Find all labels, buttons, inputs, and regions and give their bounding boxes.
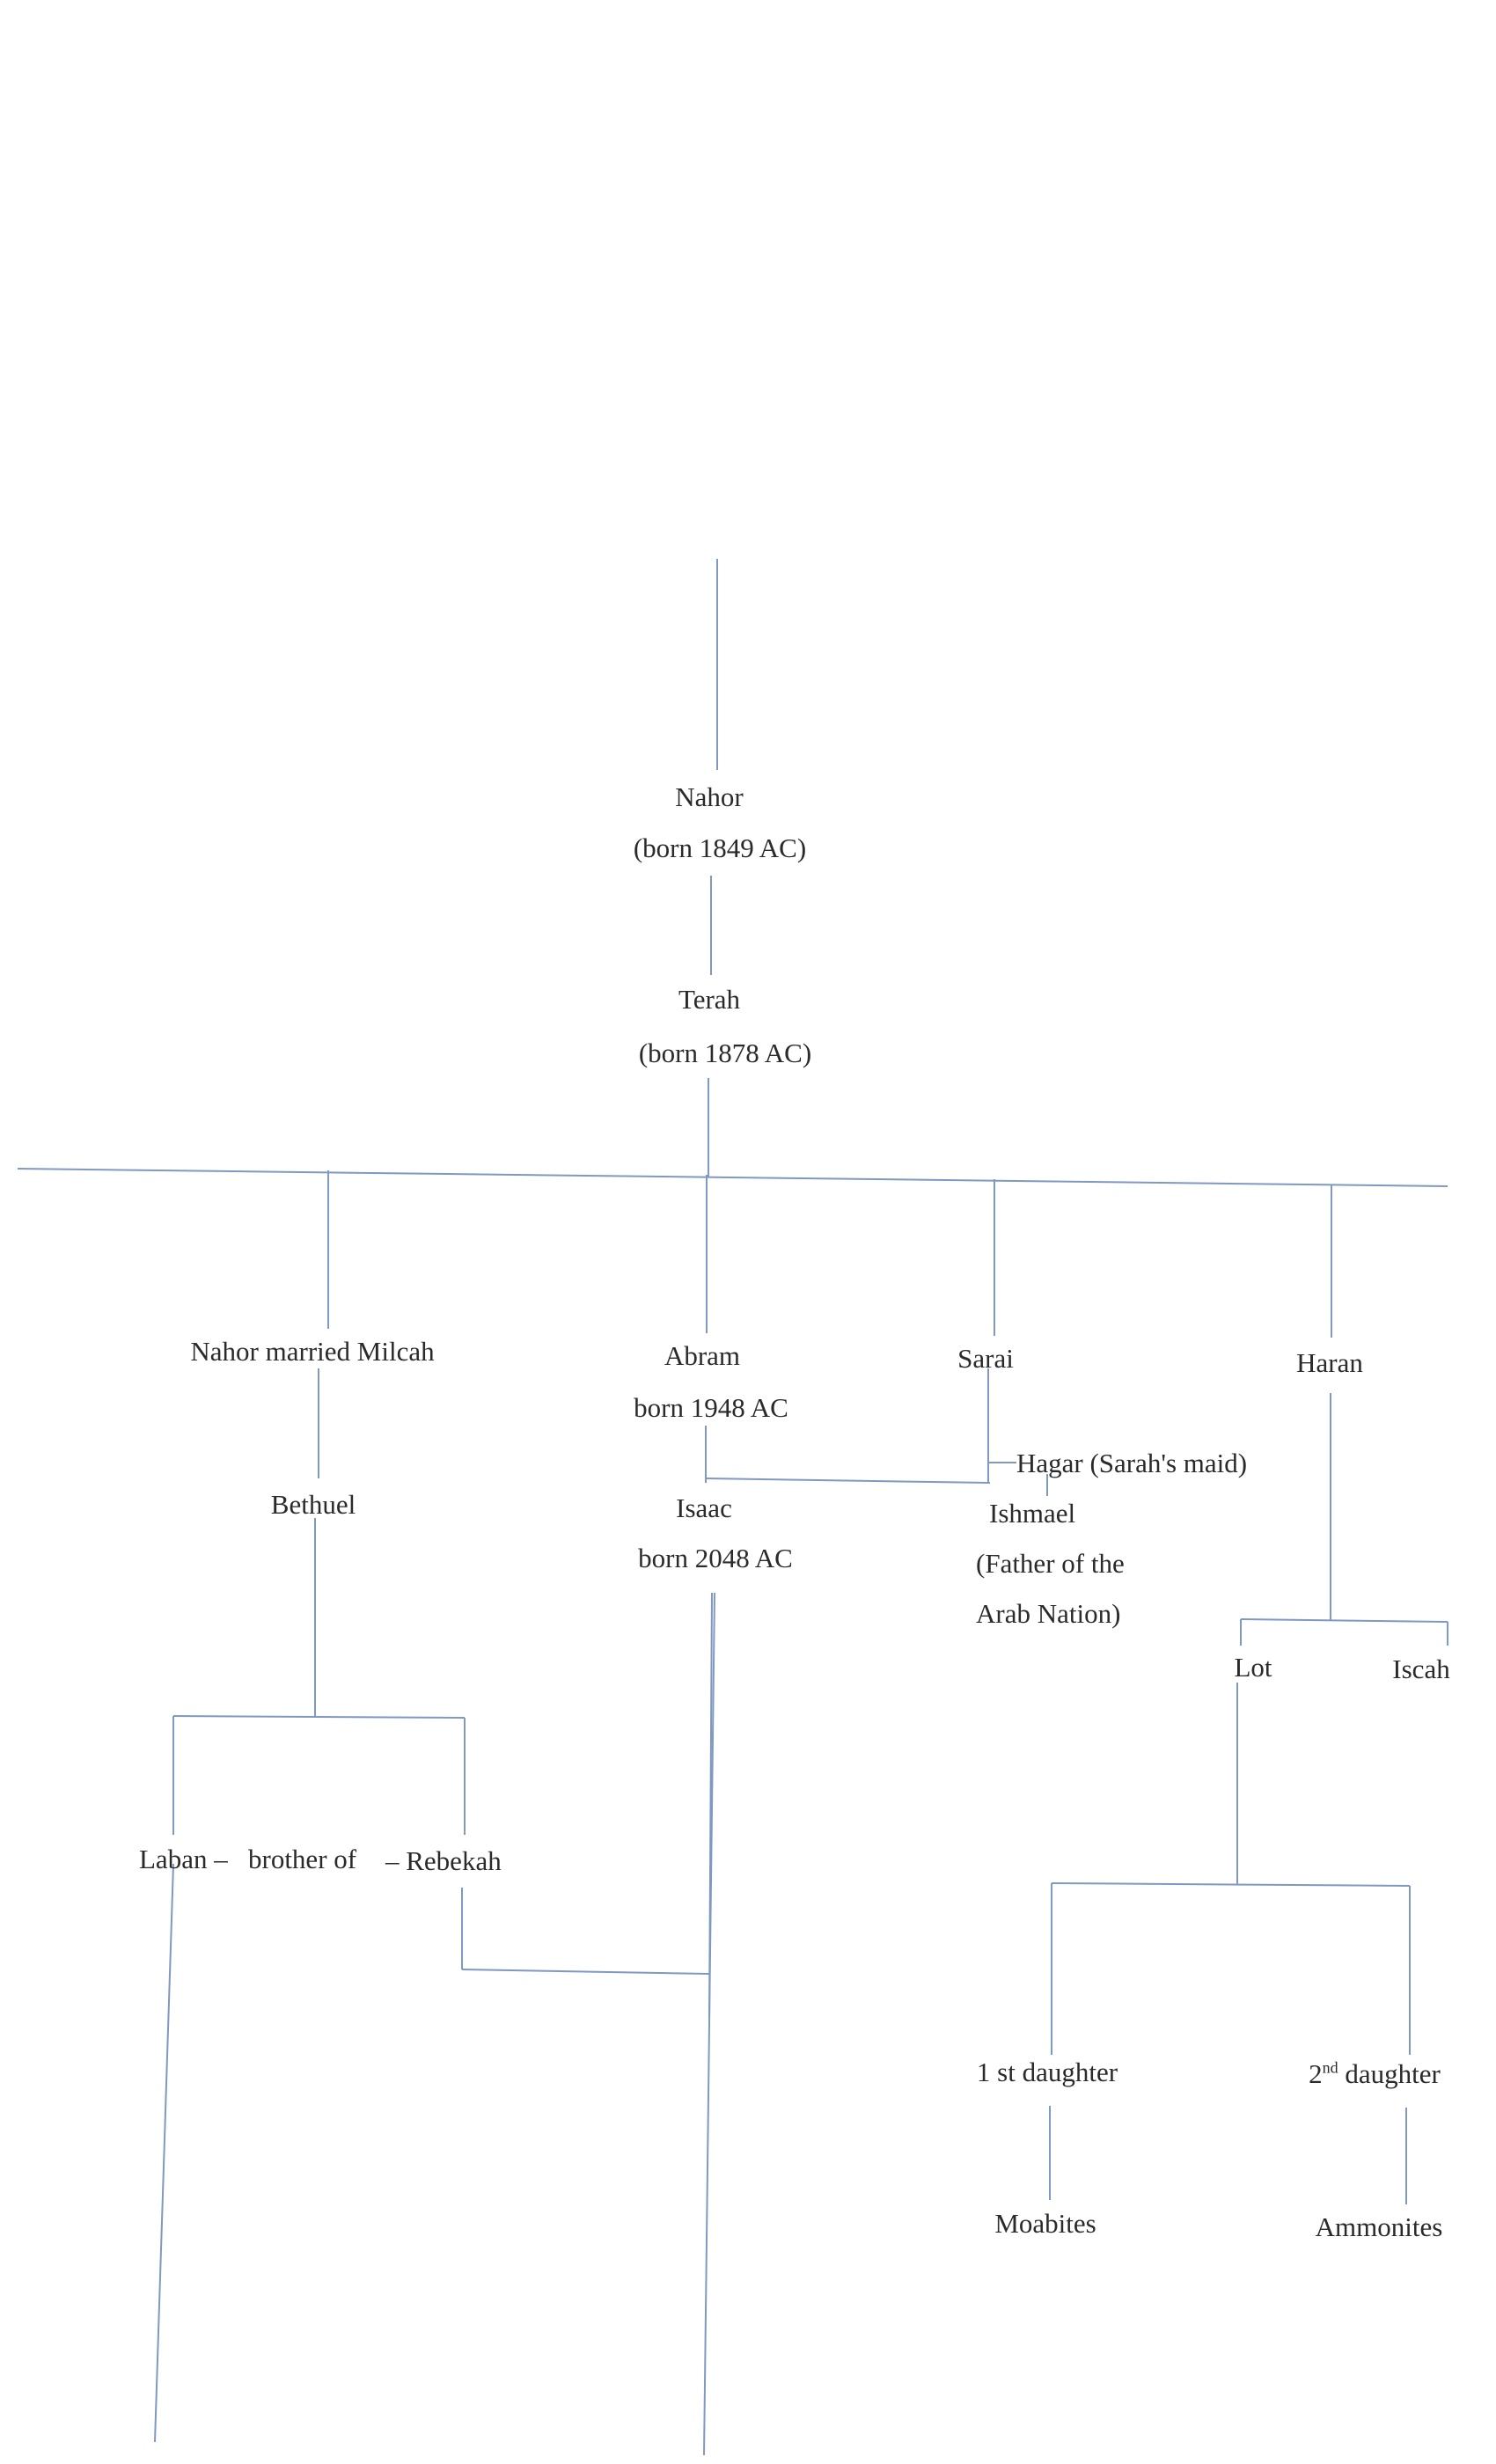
- nahor-married-milcah: Nahor married Milcah: [190, 1336, 435, 1367]
- abram-sarai-bar: [705, 1478, 991, 1484]
- second-daughter-number: 2: [1309, 2058, 1323, 2089]
- ishmael-note-line2: Arab Nation): [976, 1598, 1121, 1629]
- isaac-descent-line: [703, 1592, 715, 2456]
- terah-name: Terah: [678, 984, 741, 1015]
- terah-born: (born 1878 AC): [638, 1038, 812, 1068]
- sarai-name: Sarai: [957, 1343, 1014, 1374]
- isaac-born: born 2048 AC: [638, 1543, 793, 1573]
- laban-name: Laban –: [139, 1844, 228, 1874]
- brother-of-text: brother of: [248, 1844, 357, 1874]
- nahor-elder-name: Nahor: [675, 781, 744, 812]
- rebekah-name: – Rebekah: [385, 1845, 502, 1876]
- isaac-name: Isaac: [676, 1492, 732, 1523]
- bethuel-name: Bethuel: [270, 1489, 356, 1520]
- abram-born: born 1948 AC: [634, 1392, 788, 1423]
- ishmael-note-line1: (Father of the: [976, 1548, 1125, 1579]
- second-daughter-rest: daughter: [1338, 2058, 1441, 2089]
- second-daughter-ordinal: nd: [1322, 2058, 1338, 2077]
- rebekah-isaac-bar: [461, 1969, 710, 1975]
- haran-name: Haran: [1296, 1347, 1363, 1378]
- iscah-name: Iscah: [1392, 1654, 1450, 1684]
- ammonites-name: Ammonites: [1315, 2211, 1443, 2242]
- lot-name: Lot: [1234, 1652, 1272, 1683]
- terah-children-bar: [17, 1168, 1448, 1187]
- laban-rebekah-bar: [172, 1715, 466, 1719]
- abram-name: Abram: [664, 1340, 741, 1371]
- second-daughter: 2nd daughter: [1309, 2060, 1441, 2087]
- hagar-name: Hagar (Sarah's maid): [1016, 1448, 1248, 1478]
- ishmael-name: Ishmael: [989, 1498, 1076, 1529]
- moabites-name: Moabites: [994, 2208, 1096, 2239]
- first-daughter: 1 st daughter: [976, 2057, 1118, 2087]
- daughters-bar: [1051, 1882, 1411, 1887]
- nahor-elder-born: (born 1849 AC): [633, 832, 807, 863]
- lot-iscah-bar: [1240, 1618, 1448, 1623]
- isaac-descent-line-2: [708, 1592, 713, 2020]
- laban-descent-line: [154, 1863, 174, 2443]
